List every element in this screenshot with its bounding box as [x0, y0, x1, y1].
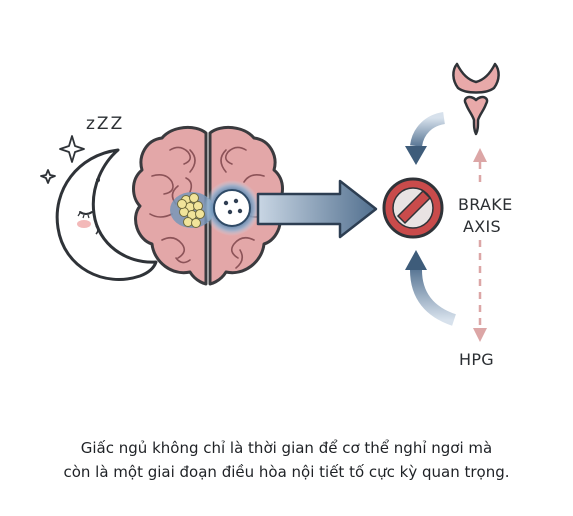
dashed-feedback-arrow	[473, 148, 487, 342]
caption-line1: Giấc ngủ không chỉ là thời gian để cơ th…	[80, 439, 493, 457]
hypothalamus-icon	[452, 62, 500, 94]
brake-label-line1: BRAKE	[458, 195, 513, 214]
crescent-moon-icon	[55, 148, 158, 281]
pituitary-icon	[463, 95, 489, 136]
brake-axis-label: BRAKE AXIS	[458, 194, 513, 238]
hpg-label: HPG	[459, 350, 494, 369]
arrow-right-icon	[256, 179, 378, 239]
caption-line2: còn là một giai đoạn điều hòa nội tiết t…	[63, 463, 510, 481]
stop-sign-icon	[382, 177, 444, 239]
sleep-zzz-label: zZZ	[86, 114, 125, 134]
brake-label-line2: AXIS	[463, 217, 501, 236]
caption: Giấc ngủ không chỉ là thời gian để cơ th…	[0, 436, 573, 484]
curved-arrow-bottom	[405, 250, 457, 326]
curved-arrow-top	[405, 112, 446, 165]
gland-cluster-icon	[170, 180, 260, 236]
